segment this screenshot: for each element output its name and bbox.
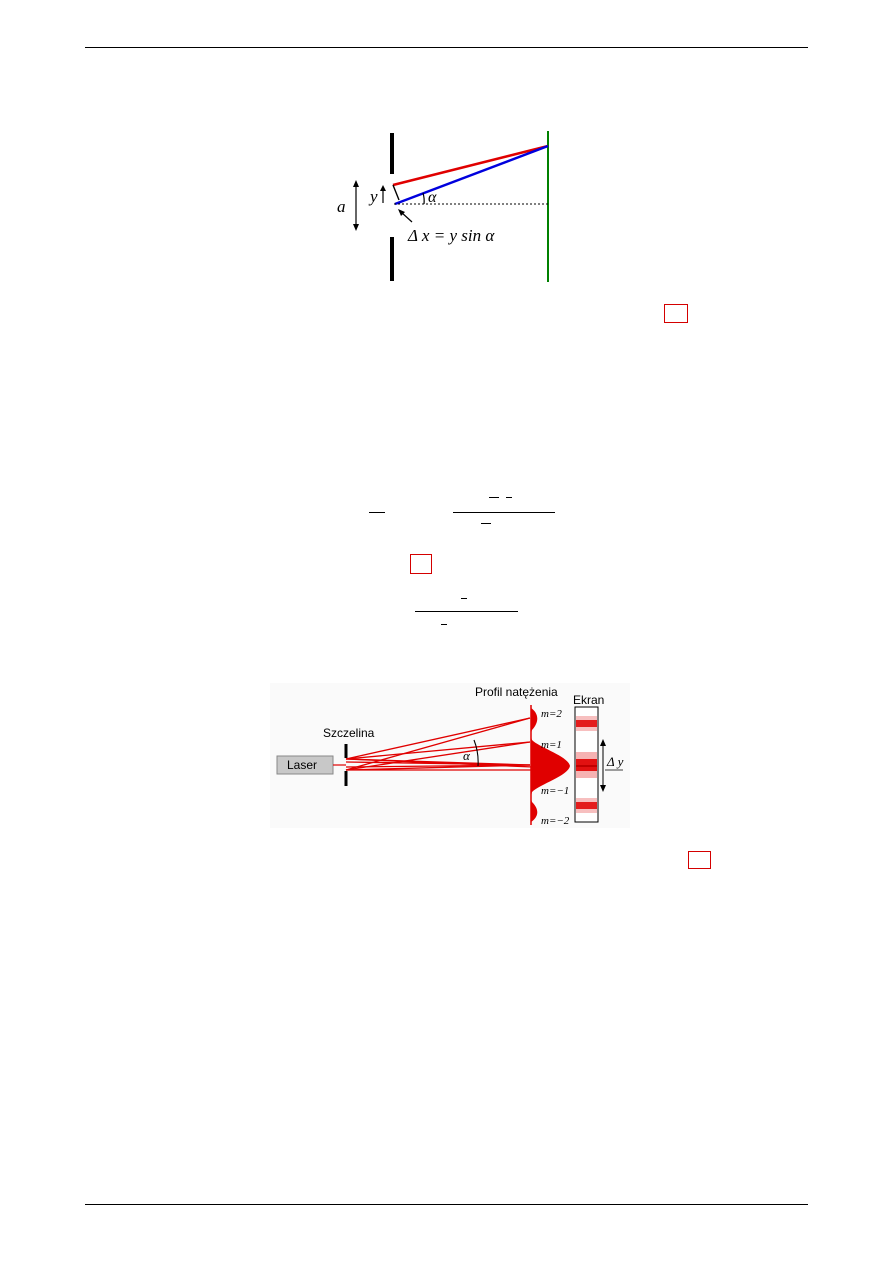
label-screen: Ekran xyxy=(573,693,605,707)
label-delta-y: Δ y xyxy=(607,754,624,769)
a-arrow-head-bottom xyxy=(353,224,359,231)
label-alpha-2: α xyxy=(463,748,470,763)
formula-pointer xyxy=(400,211,413,223)
red-ray xyxy=(392,144,549,187)
a-arrow-head-top xyxy=(353,180,359,187)
perpendicular-segment xyxy=(392,184,400,201)
label-path-difference: Δ x = y sin α xyxy=(408,226,495,245)
fraction-bar-2a xyxy=(489,497,499,498)
formula-pointer-head xyxy=(398,209,405,216)
label-order-m-1: m=−1 xyxy=(541,785,570,797)
marker-box-3 xyxy=(688,851,711,869)
fraction-bar-3a xyxy=(461,598,467,599)
footer-rule xyxy=(85,1204,808,1205)
label-laser: Laser xyxy=(287,758,318,772)
label-a: a xyxy=(337,197,346,216)
fraction-bar-2b xyxy=(506,497,512,498)
fraction-bar-3b xyxy=(441,624,447,625)
blue-ray xyxy=(394,144,549,206)
marker-box-2 xyxy=(410,554,432,574)
label-order-m2: m=2 xyxy=(541,708,562,720)
fraction-bar-2 xyxy=(453,512,555,513)
header-rule xyxy=(85,47,808,48)
y-arrow-head xyxy=(380,185,386,191)
label-order-m-2: m=−2 xyxy=(541,815,570,827)
fraction-bar-2c xyxy=(481,523,491,524)
fraction-bar-3 xyxy=(415,611,518,612)
label-slit: Szczelina xyxy=(323,726,375,740)
marker-box-1 xyxy=(664,304,688,323)
label-alpha: α xyxy=(428,189,437,206)
label-profile: Profil natężenia xyxy=(475,685,558,699)
label-y: y xyxy=(370,187,378,206)
label-order-m1: m=1 xyxy=(541,739,562,751)
angle-arc xyxy=(422,192,425,205)
fraction-bar-1 xyxy=(369,512,385,513)
